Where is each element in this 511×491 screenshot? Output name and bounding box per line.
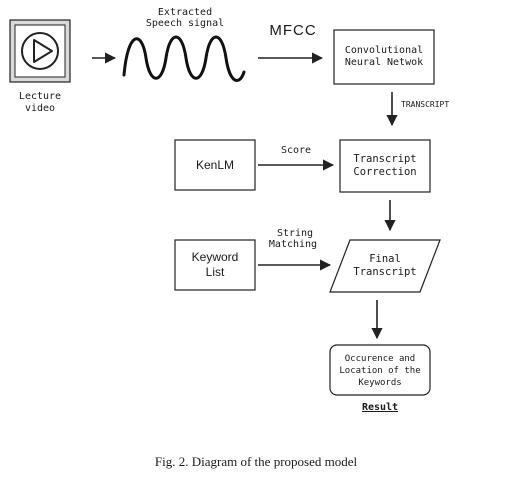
cnn-box	[333, 29, 435, 85]
transcript-correction-node: Transcript Correction	[339, 139, 431, 193]
keyword-list-label-1: Keyword	[192, 250, 239, 264]
final-transcript-label-1: Final	[369, 253, 401, 265]
kenlm-box	[174, 139, 256, 191]
transcript-correction-label-1: Transcript	[353, 153, 416, 165]
edge-label-string: String	[277, 228, 313, 239]
waveform-icon	[122, 35, 246, 82]
result-label-1: Occurence and	[345, 354, 415, 364]
edge-label-matching: Matching	[269, 239, 317, 250]
play-icon	[21, 32, 59, 70]
speech-signal-label-1: Extracted	[158, 7, 212, 18]
cnn-node: Convolutional Neural Netwok	[333, 29, 435, 85]
transcript-correction-label-2: Correction	[353, 166, 416, 178]
figure-caption: Fig. 2. Diagram of the proposed model	[155, 454, 358, 469]
result-label-2: Location of the	[339, 366, 420, 376]
final-transcript-node: Final Transcript	[329, 239, 441, 293]
edge-label-mfcc: MFCC	[269, 22, 316, 39]
keyword-list-node: Keyword List	[174, 239, 256, 291]
speech-signal-label-2: Speech signal	[146, 18, 224, 29]
final-transcript-shape	[329, 239, 441, 293]
lecture-video-label-1: Lecture	[19, 91, 61, 102]
keyword-list-box	[174, 239, 256, 291]
result-label-3: Keywords	[358, 378, 401, 388]
kenlm-label: KenLM	[196, 158, 234, 172]
speech-signal-node: Extracted Speech signal	[122, 7, 246, 82]
keyword-list-label-2: List	[206, 265, 225, 279]
cnn-label-2: Neural Netwok	[345, 57, 423, 68]
final-transcript-label-2: Transcript	[353, 266, 416, 278]
edge-label-score: Score	[281, 145, 311, 156]
cnn-label-1: Convolutional	[345, 45, 423, 56]
lecture-video-label-2: video	[25, 103, 55, 114]
result-caption: Result	[362, 402, 398, 413]
lecture-video-node: Lecture video	[9, 19, 71, 114]
edge-label-transcript: TRANSCRIPT	[401, 100, 449, 109]
result-box	[329, 344, 431, 396]
kenlm-node: KenLM	[174, 139, 256, 191]
result-node: Occurence and Location of the Keywords R…	[329, 344, 431, 413]
transcript-correction-box	[339, 139, 431, 193]
